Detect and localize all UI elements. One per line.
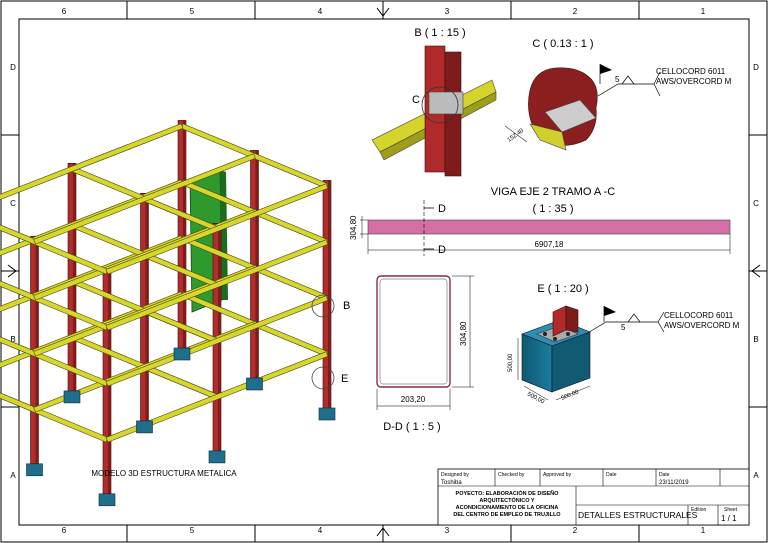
footing <box>208 450 226 464</box>
row-label: C <box>10 199 16 208</box>
detail-e-title: E ( 1 : 20 ) <box>537 283 588 295</box>
model-caption: MODELO 3D ESTRUCTURA METALICA <box>91 469 237 478</box>
section-mark-top: D <box>438 203 446 215</box>
beam-length-dim: 6907,18 <box>535 240 564 249</box>
footing <box>98 493 116 507</box>
designed-by-value: Toshiba <box>441 480 462 486</box>
row-label: D <box>753 63 759 72</box>
col-label: 1 <box>701 526 706 535</box>
footing <box>63 390 81 404</box>
project-line-3: ACONDICIONAMIENTO DE LA OFICINA <box>456 505 559 511</box>
beam-scale: ( 1 : 35 ) <box>533 203 574 215</box>
detail-c-dim: 152,40 <box>507 128 526 144</box>
drawing-title: DETALLES ESTRUCTURALES <box>578 510 698 520</box>
footing <box>136 420 153 434</box>
section-dd-title: D-D ( 1 : 5 ) <box>383 421 440 433</box>
detail-e-weld-note-1: CELLOCORD 6011 <box>664 311 734 320</box>
footing <box>26 463 43 477</box>
column-shade <box>328 180 331 410</box>
callout-circle-e <box>311 366 335 390</box>
detail-c-weld-note-2: AWS/OVERCORD M <box>656 77 732 86</box>
section-dd: 304,80 203,20 D-D ( 1 : 5 ) <box>376 275 474 433</box>
structure-3d-model: B E <box>0 120 350 507</box>
row-label: C <box>753 199 759 208</box>
col-label: 5 <box>190 526 195 535</box>
row-label: A <box>10 471 16 480</box>
checked-by-label: Checked by <box>498 472 525 478</box>
col-label: 1 <box>701 7 706 16</box>
approved-by-label: Approved by <box>543 472 572 478</box>
callout-b-label: B <box>343 300 350 312</box>
designed-by-label: Designed by <box>441 472 469 478</box>
section-height-dim: 304,80 <box>459 321 468 346</box>
beam-title: VIGA EJE 2 TRAMO A -C <box>491 186 616 198</box>
sheet-value: 1 / 1 <box>721 514 737 523</box>
row-label: A <box>753 471 759 480</box>
col-label: 6 <box>62 7 67 16</box>
detail-b-callout: C <box>412 94 420 106</box>
sheet-label: Sheet <box>724 507 738 513</box>
column-shade <box>183 120 186 351</box>
row-label: D <box>10 63 16 72</box>
beam-height-dim: 304,80 <box>349 215 358 240</box>
detail-c-weld-size: 5 <box>615 75 620 84</box>
footing <box>318 407 336 421</box>
callout-circle-b <box>311 294 335 318</box>
col-label: 2 <box>573 526 578 535</box>
detail-c: C ( 0.13 : 1 ) 152,40 5 CELLOCORD 6011 A… <box>504 38 732 151</box>
detail-e-dim-right: 500,00 <box>561 389 581 402</box>
detail-b-title: B ( 1 : 15 ) <box>414 27 465 39</box>
detail-c-title: C ( 0.13 : 1 ) <box>532 38 593 50</box>
footing <box>246 377 263 391</box>
detail-e: E ( 1 : 20 ) 500,00 500,00 500,00 5 CELL… <box>508 283 740 406</box>
col-label: 2 <box>573 7 578 16</box>
col-label: 4 <box>318 7 323 16</box>
title-block: Designed by Toshiba Checked by Approved … <box>437 468 750 526</box>
zone-labels: 6 5 4 3 2 1 6 5 4 3 2 1 D C B A D C B A <box>10 7 759 535</box>
edition-label: Edition <box>691 507 707 513</box>
section-width-dim: 203,20 <box>401 395 426 404</box>
date-label-2: Date <box>659 472 670 478</box>
row-label: B <box>10 335 15 344</box>
col-label: 5 <box>190 7 195 16</box>
col-label: 6 <box>62 526 67 535</box>
footing <box>173 347 191 361</box>
detail-c-weld-note-1: CELLOCORD 6011 <box>656 67 726 76</box>
detail-e-weld-note-2: AWS/OVERCORD M <box>664 321 740 330</box>
detail-e-dim-height: 500,00 <box>508 353 514 372</box>
beam-yellow <box>105 239 329 331</box>
project-line-1: POYECTO: ELABORACIÓN DE DISEÑO <box>456 489 560 497</box>
project-line-2: ARQUITECTÓNICO Y <box>479 496 535 504</box>
beam-elevation: VIGA EJE 2 TRAMO A -C ( 1 : 35 ) 304,80 … <box>349 186 731 256</box>
section-mark-bottom: D <box>438 244 446 256</box>
col-label: 4 <box>318 526 323 535</box>
beam-yellow <box>105 183 329 275</box>
beam-yellow <box>0 123 184 200</box>
callout-e-label: E <box>341 373 348 385</box>
col-label: 3 <box>445 526 450 535</box>
detail-b: B ( 1 : 15 ) C <box>371 27 497 177</box>
beam-yellow <box>105 351 329 443</box>
front-beams <box>0 123 329 443</box>
date-label-1: Date <box>606 472 617 478</box>
beam-yellow <box>33 153 256 245</box>
detail-e-weld-size: 5 <box>621 323 626 332</box>
detail-e-dim-left: 500,00 <box>526 391 546 405</box>
row-label: B <box>753 335 758 344</box>
project-line-4: DEL CENTRO DE EMPLEO DE TRUJILLO <box>453 512 561 518</box>
column-shade <box>255 150 259 380</box>
date-value: 23/11/2019 <box>659 480 689 486</box>
col-label: 3 <box>445 7 450 16</box>
footings <box>26 347 336 507</box>
